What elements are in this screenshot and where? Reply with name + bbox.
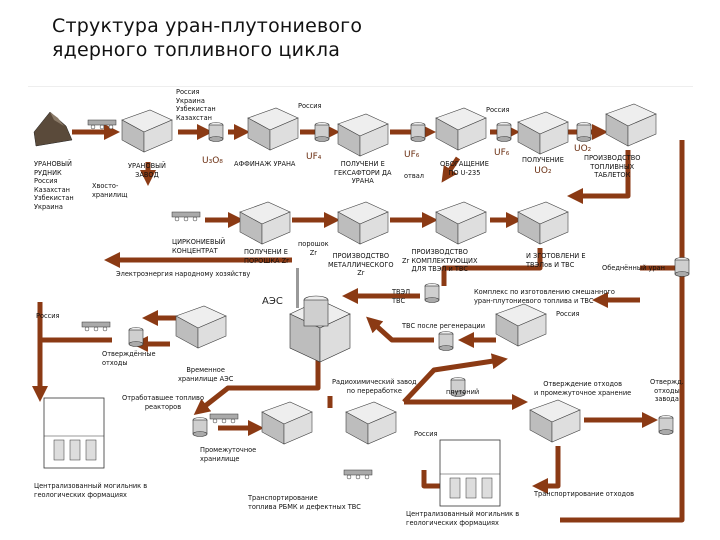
label-refining: АФФИНАЖ УРАНА xyxy=(234,160,296,168)
label-russia-4: Россия xyxy=(556,310,580,318)
label-uranium-plant: УРАНОВЫЙ ЗАВОД xyxy=(128,162,166,179)
arrow-fab-to-tvel xyxy=(441,248,543,286)
label-aes: АЭС xyxy=(262,296,283,307)
label-zr-powder: ПОЛУЧЕНИ Е ПОРОШКА Zr xyxy=(244,248,289,265)
arrow-regen-to-aes xyxy=(366,316,434,343)
label-electricity: Электроэнергия народному хозяйству xyxy=(116,270,251,278)
facility-zr-metal xyxy=(337,201,389,245)
truck-rbmk xyxy=(343,469,373,480)
facility-temp-storage xyxy=(175,305,227,349)
label-transport-fuel: Транспортирование топлива РБМК и дефектн… xyxy=(248,494,361,511)
flow-arrows xyxy=(31,123,685,523)
arrow-vitr-to-transport xyxy=(531,446,561,495)
drum-solid-waste xyxy=(128,327,144,347)
label-u3o8: U₃O₈ xyxy=(202,156,223,166)
drum-uo2 xyxy=(576,122,592,142)
label-russia-2: Россия xyxy=(486,106,510,114)
drum-depleted-uranium xyxy=(674,257,690,277)
facility-fabrication xyxy=(517,201,569,245)
label-uo2-production: ПОЛУЧЕНИЕ UO₂ xyxy=(522,156,564,176)
label-mox: Комплекс по изготовлению смешанного уран… xyxy=(474,288,615,305)
facility-vitrification xyxy=(529,399,581,443)
label-plutonium: плутоний xyxy=(446,388,480,396)
label-solid-waste-plant: Отвержд. отходы завода xyxy=(650,378,684,404)
drum-u3o8 xyxy=(208,122,224,142)
facility-radiochem-a xyxy=(261,401,313,445)
arrow-plutonium-to-mox xyxy=(402,353,508,404)
label-zr-metal: ПРОИЗВОДСТВО МЕТАЛЛИЧЕСКОГО Zr xyxy=(328,252,394,278)
label-tailings: Хвосто- хранилищ xyxy=(92,182,128,199)
facility-uo2 xyxy=(517,111,569,155)
label-russia-3: Россия xyxy=(36,312,60,320)
label-russia-5: Россия xyxy=(414,430,438,438)
label-spent-fuel: Отработавшее топливо реакторов xyxy=(122,394,204,411)
label-uf6-b: UF₆ xyxy=(494,148,510,158)
label-otval: отвал xyxy=(404,172,425,180)
truck-aes xyxy=(81,321,111,332)
arrow-pellets-to-fab xyxy=(566,150,631,205)
drum-uf6a xyxy=(410,122,426,142)
truck-ore xyxy=(87,119,117,130)
repository-left xyxy=(43,397,105,469)
label-fabrication: И ЗГОТОВЛЕНИ Е ТВЭЛов И ТВС xyxy=(526,252,586,269)
label-radiochem: Радиохимический завод по переработке xyxy=(332,378,417,395)
facility-mox xyxy=(495,303,547,347)
facility-radiochem-b xyxy=(345,401,397,445)
drum-interim-storage xyxy=(192,417,208,437)
label-repository-bottom: Централизованный могильник в геологическ… xyxy=(406,510,520,527)
label-zr-components: ПРОИЗВОДСТВО Zr КОМПЛЕКТУЮЩИХ ДЛЯ ТВЭЛ и… xyxy=(402,248,478,274)
facility-zr-powder xyxy=(239,201,291,245)
label-solid-waste: Отверждённые отходы xyxy=(102,350,156,367)
label-pellets: ПРОИЗВОДСТВО ТОПЛИВНЫХ ТАБЛЕТОК xyxy=(584,154,641,180)
truck-spent-fuel xyxy=(209,413,239,424)
drum-solid-waste-plant xyxy=(658,415,674,435)
facility-mine xyxy=(33,111,73,147)
label-mine: УРАНОВЫЙ РУДНИК Россия Казахстан Узбекис… xyxy=(34,160,74,211)
label-regenerated-fa: ТВС после регенерации xyxy=(402,322,486,330)
label-russia-1: Россия xyxy=(298,102,322,110)
label-uf4: UF₄ xyxy=(306,152,322,162)
diagram-panel xyxy=(28,86,693,537)
label-depleted-uranium: Обеднённый уран xyxy=(602,264,665,272)
label-temp-storage: Временное хранилище АЭС xyxy=(178,366,234,383)
page-title: Структура уран-плутониевого ядерного топ… xyxy=(52,14,362,62)
title-line-2: ядерного топливного цикла xyxy=(52,39,341,61)
truck-zirconium xyxy=(171,211,201,222)
label-transport-waste: Транспортирование отходов xyxy=(534,490,635,498)
label-interim-storage: Промежуточное хранилище xyxy=(200,446,257,463)
facility-zr-components xyxy=(435,201,487,245)
label-powder-zr: порошок Zr xyxy=(298,240,329,257)
label-uo2: UO₂ xyxy=(574,144,592,154)
facility-aes xyxy=(289,268,351,363)
repository-bottom xyxy=(439,439,501,507)
label-countries: Россия Украина Узбекистан Казахстан xyxy=(176,88,216,122)
label-tvel: ТВЭЛ ТВС xyxy=(392,288,411,305)
facility-refining xyxy=(247,107,299,151)
facility-pellets xyxy=(605,103,657,147)
facility-hexafluoride xyxy=(337,113,389,157)
arrow-aes-to-interim xyxy=(193,360,321,415)
arrow-enrich-to-otval xyxy=(441,156,461,183)
label-enrichment: ОБОГАЩЕНИЕ ПО U-235 xyxy=(440,160,489,177)
label-repository-left: Централизованный могильник в геологическ… xyxy=(34,482,148,499)
drum-regenerated xyxy=(438,331,454,351)
drum-uf6b xyxy=(496,122,512,142)
label-zr-concentrate: ЦИРКОНИЕВЫЙ КОНЦЕНТРАТ xyxy=(172,238,226,255)
drum-tvel xyxy=(424,283,440,303)
facility-enrichment xyxy=(435,107,487,151)
label-uf6-a: UF₆ xyxy=(404,150,420,160)
title-line-1: Структура уран-плутониевого xyxy=(52,15,363,37)
drum-uf4 xyxy=(314,122,330,142)
facility-uranium-plant xyxy=(121,109,173,153)
label-vitrification: Отверждение отходов и промежуточное хран… xyxy=(534,380,632,397)
label-hexafluoride: ПОЛУЧЕНИ Е ГЕКСАФТОРИ ДА УРАНА xyxy=(334,160,392,186)
